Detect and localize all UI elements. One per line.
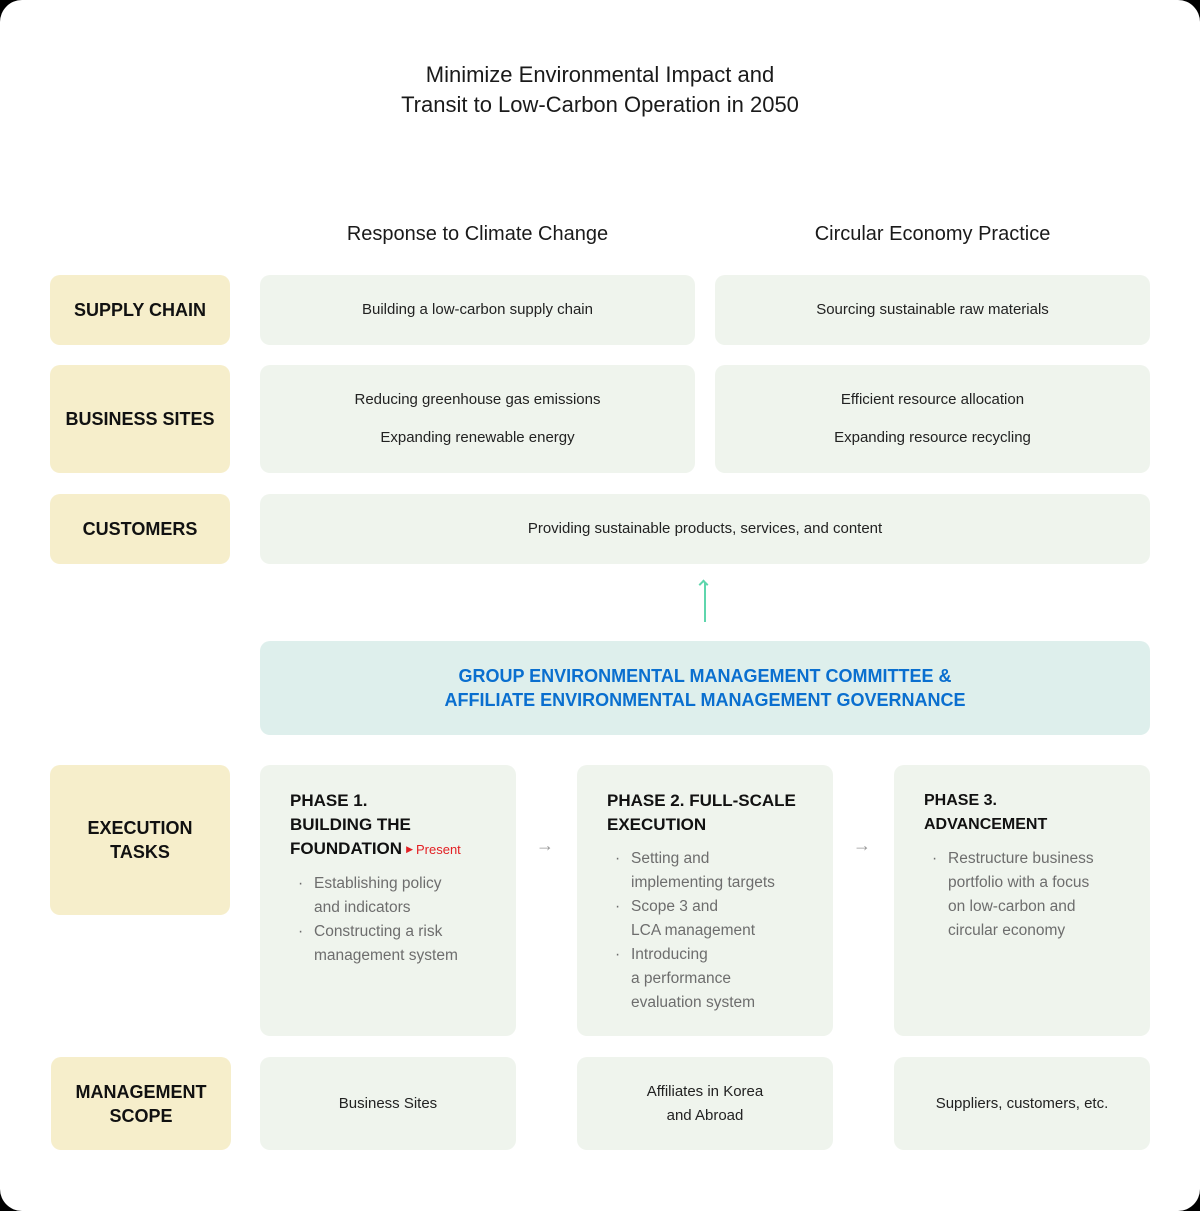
phase-3-card: PHASE 3. ADVANCEMENT Restructure busines… xyxy=(894,765,1150,1036)
bullet-line: Establishing policy xyxy=(314,875,442,892)
title-line: ADVANCEMENT xyxy=(924,816,1048,833)
column-header-circular: Circular Economy Practice xyxy=(814,223,1051,245)
present-label: Present xyxy=(415,842,461,857)
box-text: Affiliates in Korea xyxy=(646,1082,764,1100)
box-text: Sourcing sustainable raw materials xyxy=(816,301,1049,318)
bullet-item: Setting and implementing targets xyxy=(615,847,813,895)
bullet-line: Scope 3 and xyxy=(631,898,719,915)
title-line: FOUNDATION xyxy=(290,839,403,858)
box-text: Reducing greenhouse gas emissions xyxy=(354,391,601,408)
bullet-item: Constructing a risk management system xyxy=(298,920,496,968)
scope-box-affiliates: Affiliates in Korea and Abroad xyxy=(577,1057,833,1150)
box-text: and Abroad xyxy=(666,1106,744,1124)
arrow-right-icon: → xyxy=(536,835,554,855)
title-line: BUILDING THE xyxy=(290,815,411,834)
phase-3-bullets: Restructure business portfolio with a fo… xyxy=(924,847,1130,943)
governance-line-2: AFFILIATE ENVIRONMENTAL MANAGEMENT GOVER… xyxy=(444,690,966,710)
bullet-line: evaluation system xyxy=(631,994,756,1011)
diagram-title: Minimize Environmental Impact and Transi… xyxy=(0,60,1200,120)
label-line: MANAGEMENT xyxy=(75,1081,207,1102)
bullet-line: implementing targets xyxy=(631,874,775,891)
bullet-item: Scope 3 and LCA management xyxy=(615,895,813,943)
supply-chain-climate-box: Building a low-carbon supply chain xyxy=(260,275,695,345)
customers-box: Providing sustainable products, services… xyxy=(260,494,1150,564)
phase-1-bullets: Establishing policy and indicators Const… xyxy=(290,872,496,968)
bullet-line: Setting and xyxy=(631,850,710,867)
box-text: Business Sites xyxy=(338,1094,438,1112)
box-text: Expanding renewable energy xyxy=(380,429,575,446)
box-text: Efficient resource allocation xyxy=(840,391,1025,408)
bullet-item: Restructure business portfolio with a fo… xyxy=(932,847,1130,943)
bullet-line: LCA management xyxy=(631,922,756,939)
business-sites-climate-box: Reducing greenhouse gas emissions Expand… xyxy=(260,365,695,473)
phase-3-title: PHASE 3. ADVANCEMENT xyxy=(924,789,1130,837)
triangle-right-icon: ▶ xyxy=(406,844,413,854)
phase-2-title: PHASE 2. FULL-SCALE EXECUTION xyxy=(607,789,813,837)
present-badge: ▶Present xyxy=(406,842,461,857)
supply-chain-circular-box: Sourcing sustainable raw materials xyxy=(715,275,1150,345)
row-label-management-scope: MANAGEMENT SCOPE xyxy=(51,1057,231,1150)
phase-1-card: PHASE 1. BUILDING THE FOUNDATION▶Present… xyxy=(260,765,516,1036)
title-line: PHASE 1. xyxy=(290,791,368,810)
phase-2-card: PHASE 2. FULL-SCALE EXECUTION Setting an… xyxy=(577,765,833,1036)
title-line: PHASE 3. xyxy=(924,792,997,809)
box-text: Providing sustainable products, services… xyxy=(527,520,883,537)
business-sites-circular-box: Efficient resource allocation Expanding … xyxy=(715,365,1150,473)
bullet-line: Restructure business xyxy=(948,850,1094,867)
column-header-climate: Response to Climate Change xyxy=(346,223,609,245)
bullet-line: portfolio with a focus xyxy=(948,874,1090,891)
title-line: EXECUTION xyxy=(607,815,707,834)
box-text: Building a low-carbon supply chain xyxy=(362,301,593,318)
row-label-supply-chain: SUPPLY CHAIN xyxy=(50,275,230,345)
bullet-line: a performance xyxy=(631,970,731,987)
box-text: Expanding resource recycling xyxy=(834,429,1031,446)
governance-line-1: GROUP ENVIRONMENTAL MANAGEMENT COMMITTEE… xyxy=(458,666,952,686)
arrow-up-icon xyxy=(704,582,706,622)
box-text: Suppliers, customers, etc. xyxy=(935,1094,1109,1112)
title-line-1: Minimize Environmental Impact and xyxy=(425,62,775,87)
bullet-item: Establishing policy and indicators xyxy=(298,872,496,920)
bullet-item: Introducing a performance evaluation sys… xyxy=(615,943,813,1015)
label-line: TASKS xyxy=(110,842,170,862)
bullet-line: Introducing xyxy=(631,946,708,963)
bullet-line: management system xyxy=(314,947,458,964)
phase-2-bullets: Setting and implementing targets Scope 3… xyxy=(607,847,813,1015)
scope-box-suppliers: Suppliers, customers, etc. xyxy=(894,1057,1150,1150)
bullet-line: Constructing a risk xyxy=(314,923,443,940)
label-line: EXECUTION xyxy=(87,818,193,838)
scope-box-business-sites: Business Sites xyxy=(260,1057,516,1150)
phase-1-title: PHASE 1. BUILDING THE FOUNDATION▶Present xyxy=(290,789,496,862)
bullet-line: circular economy xyxy=(948,922,1066,939)
governance-box: GROUP ENVIRONMENTAL MANAGEMENT COMMITTEE… xyxy=(260,641,1150,735)
row-label-customers: CUSTOMERS xyxy=(50,494,230,564)
arrow-right-icon: → xyxy=(853,835,871,855)
row-label-business-sites: BUSINESS SITES xyxy=(50,365,230,473)
title-line: PHASE 2. FULL-SCALE xyxy=(607,791,796,810)
label-line: SCOPE xyxy=(109,1105,173,1126)
bullet-line: on low-carbon and xyxy=(948,898,1076,915)
title-line-2: Transit to Low-Carbon Operation in 2050 xyxy=(401,92,799,117)
bullet-line: and indicators xyxy=(314,899,411,916)
row-label-execution-tasks: EXECUTION TASKS xyxy=(50,765,230,915)
